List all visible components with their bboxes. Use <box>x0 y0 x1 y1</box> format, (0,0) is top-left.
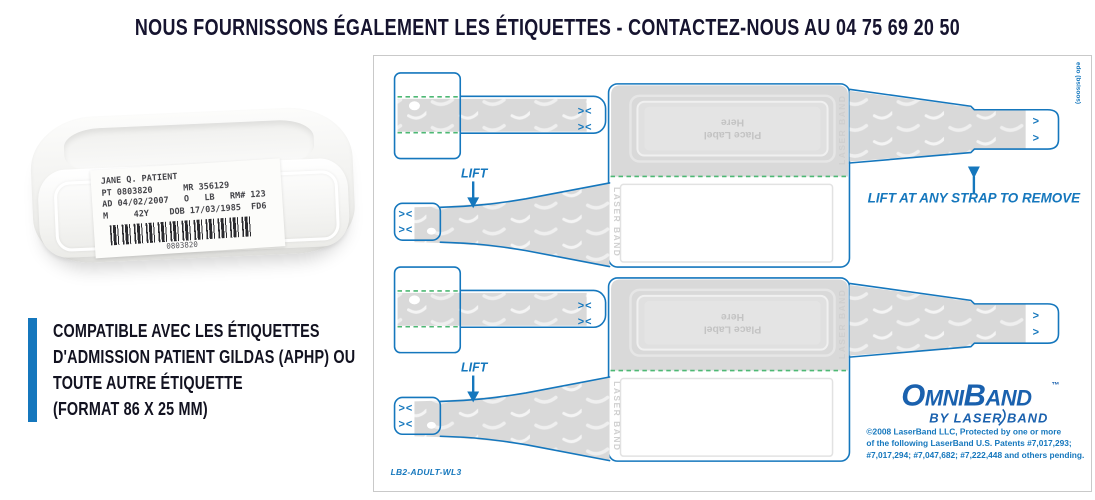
copyright-line: #7,017,294; #7,047,682; #7,222,448 and o… <box>866 450 1084 460</box>
edge-code-group: edo (bsisoos) <box>1074 62 1081 104</box>
note-line: COMPATIBLE AVEC LES ÉTIQUETTES <box>53 321 320 341</box>
compatibility-note-text: COMPATIBLE AVEC LES ÉTIQUETTES D'ADMISSI… <box>53 318 355 422</box>
remove-arrow-icon <box>967 166 980 179</box>
patient-label: JANE Q. PATIENT PT 0803820 MR 356129 AD … <box>90 158 286 259</box>
note-line: TOUTE AUTRE ÉTIQUETTE <box>53 373 243 393</box>
laserband-swoosh-icon <box>998 408 1006 426</box>
part-number: LB2-ADULT-WL3 <box>391 467 462 477</box>
edge-code: edo (bsisoos) <box>1074 62 1081 104</box>
wristband-image: JANE Q. PATIENT PT 0803820 MR 356129 AD … <box>25 105 366 279</box>
logo-byline: BY LASER BAND <box>929 410 1048 425</box>
omniband-logo: OmniBand <box>901 377 1032 412</box>
copyright-line: of the following LaserBand U.S. Patents … <box>866 438 1071 448</box>
wristband-photo: JANE Q. PATIENT PT 0803820 MR 356129 AD … <box>28 105 362 272</box>
accent-bar <box>28 318 37 422</box>
wristband-sheet-diagram: >< >< Place Label Here LASER BAND LASER … <box>391 62 1085 477</box>
compatibility-note: COMPATIBLE AVEC LES ÉTIQUETTES D'ADMISSI… <box>28 318 431 422</box>
copyright-line: ©2008 LaserBand LLC, Protected by one or… <box>866 426 1061 436</box>
page-title: NOUS FOURNISSONS ÉGALEMENT LES ÉTIQUETTE… <box>134 14 961 40</box>
note-line: (FORMAT 86 X 25 MM) <box>53 399 208 419</box>
note-line: D'ADMISSION PATIENT GILDAS (APHP) OU <box>53 347 356 367</box>
wristband-unit-top <box>393 71 1060 269</box>
trademark-symbol: ™ <box>1052 380 1060 389</box>
wristband-sheet: >< >< Place Label Here LASER BAND LASER … <box>373 55 1092 492</box>
remove-instruction: LIFT AT ANY STRAP TO REMOVE <box>868 190 1082 205</box>
